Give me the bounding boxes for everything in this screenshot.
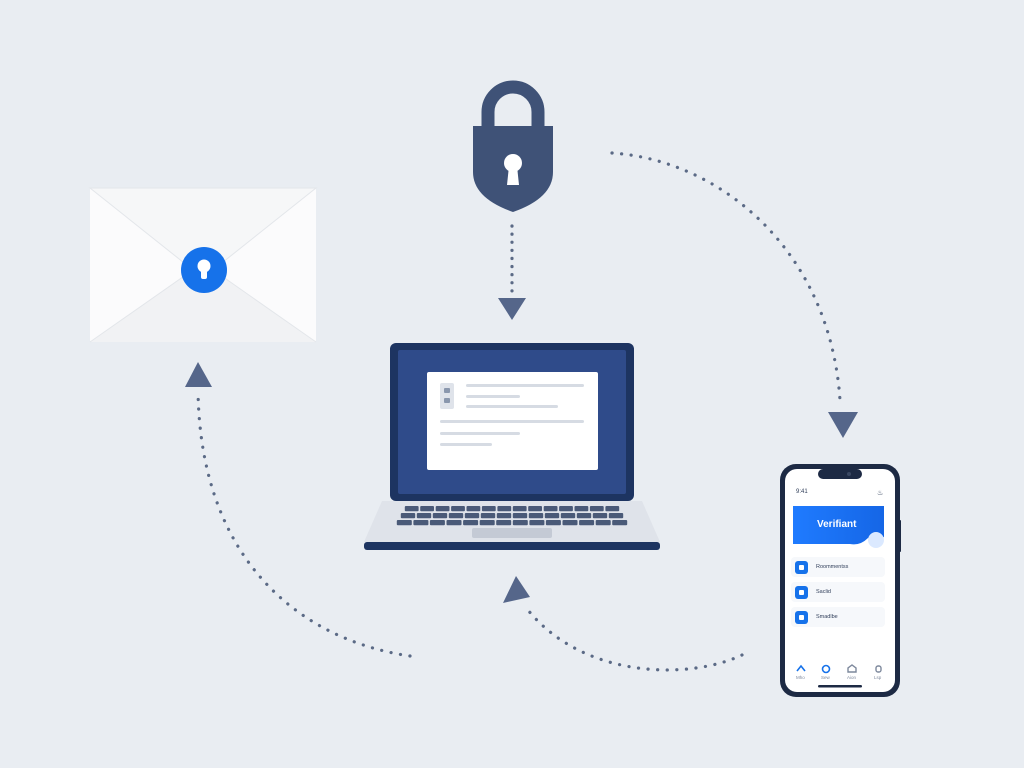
keyboard-key	[432, 513, 448, 519]
search-icon[interactable]	[821, 664, 831, 674]
phone-banner-label: Verifiant	[817, 519, 857, 530]
laptop-icon	[364, 343, 660, 550]
keyboard-key	[396, 520, 412, 526]
keyboard-key	[435, 506, 450, 512]
keyboard-key	[562, 520, 578, 526]
keyboard-key	[497, 506, 512, 512]
phone-bottom-nav	[796, 664, 882, 674]
keyboard-key	[480, 513, 496, 519]
keyboard-key	[608, 513, 624, 519]
phone-list-label: Saclid	[816, 589, 831, 595]
keyboard-key	[528, 513, 544, 519]
arrowhead-down-icon	[498, 298, 526, 320]
keyboard-key	[413, 520, 429, 526]
connector-padlock-to-phone	[610, 151, 858, 438]
keyboard-key	[429, 520, 445, 526]
keyboard-key	[574, 506, 589, 512]
envelope-keyhole-icon	[88, 187, 318, 343]
keyboard-key	[400, 513, 416, 519]
keyboard-key	[559, 506, 573, 512]
connector-phone-to-laptop	[503, 576, 744, 672]
keyboard-key	[451, 506, 465, 512]
keyboard-key	[544, 513, 560, 519]
keyboard-key	[464, 513, 480, 519]
phone-verify-banner[interactable]	[793, 506, 884, 548]
phone-list-row[interactable]	[791, 582, 885, 602]
keyboard-key	[592, 513, 608, 519]
connector-laptop-to-envelope	[185, 362, 412, 658]
keyboard-key	[416, 513, 432, 519]
keyboard-key	[448, 513, 464, 519]
connector-padlock-to-laptop	[498, 224, 526, 320]
user-icon[interactable]	[875, 665, 882, 673]
nav-label: Lsp	[874, 675, 882, 680]
keyboard-key	[579, 520, 595, 526]
keyboard-key	[466, 506, 481, 512]
keyboard-key	[512, 513, 528, 519]
laptop-screen-card	[427, 372, 598, 470]
padlock-icon	[473, 80, 553, 212]
phone-list-label: Roommentss	[816, 564, 849, 570]
keyboard-key	[528, 506, 542, 512]
keyboard-key	[512, 520, 528, 526]
keyboard-key	[512, 506, 527, 512]
keyboard-key	[560, 513, 576, 519]
keyboard-key	[605, 506, 620, 512]
nav-label: Aion	[847, 675, 857, 680]
keyboard-key	[496, 520, 512, 526]
notification-icon[interactable]: ♨	[877, 490, 884, 497]
nav-label: Sew	[821, 675, 830, 680]
nav-label: Mho	[796, 675, 805, 680]
keyboard-key	[496, 513, 512, 519]
keyboard-key	[589, 506, 604, 512]
phone-status-time: 9:41	[796, 489, 808, 495]
laptop-keyboard	[396, 506, 628, 526]
home-icon[interactable]	[796, 664, 806, 672]
keyboard-key	[595, 520, 611, 526]
keyboard-key	[529, 520, 545, 526]
phone-list-label: Smadlbe	[816, 614, 838, 620]
keyboard-key	[612, 520, 628, 526]
smartphone-icon	[780, 464, 901, 697]
keyboard-key	[463, 520, 479, 526]
keyboard-key	[576, 513, 592, 519]
keyboard-key	[479, 520, 495, 526]
arrowhead-down-icon	[828, 412, 858, 438]
phone-list-row[interactable]	[791, 557, 885, 577]
keyboard-key	[446, 520, 462, 526]
keyboard-key	[543, 506, 558, 512]
keyboard-key	[545, 520, 561, 526]
keyboard-key	[481, 506, 496, 512]
phone-list-row[interactable]	[791, 607, 885, 627]
keyboard-key	[420, 506, 434, 512]
house-icon[interactable]	[847, 664, 857, 673]
arrowhead-up-icon	[185, 362, 212, 387]
arrowhead-up-left-icon	[503, 576, 530, 603]
keyboard-key	[404, 506, 419, 512]
